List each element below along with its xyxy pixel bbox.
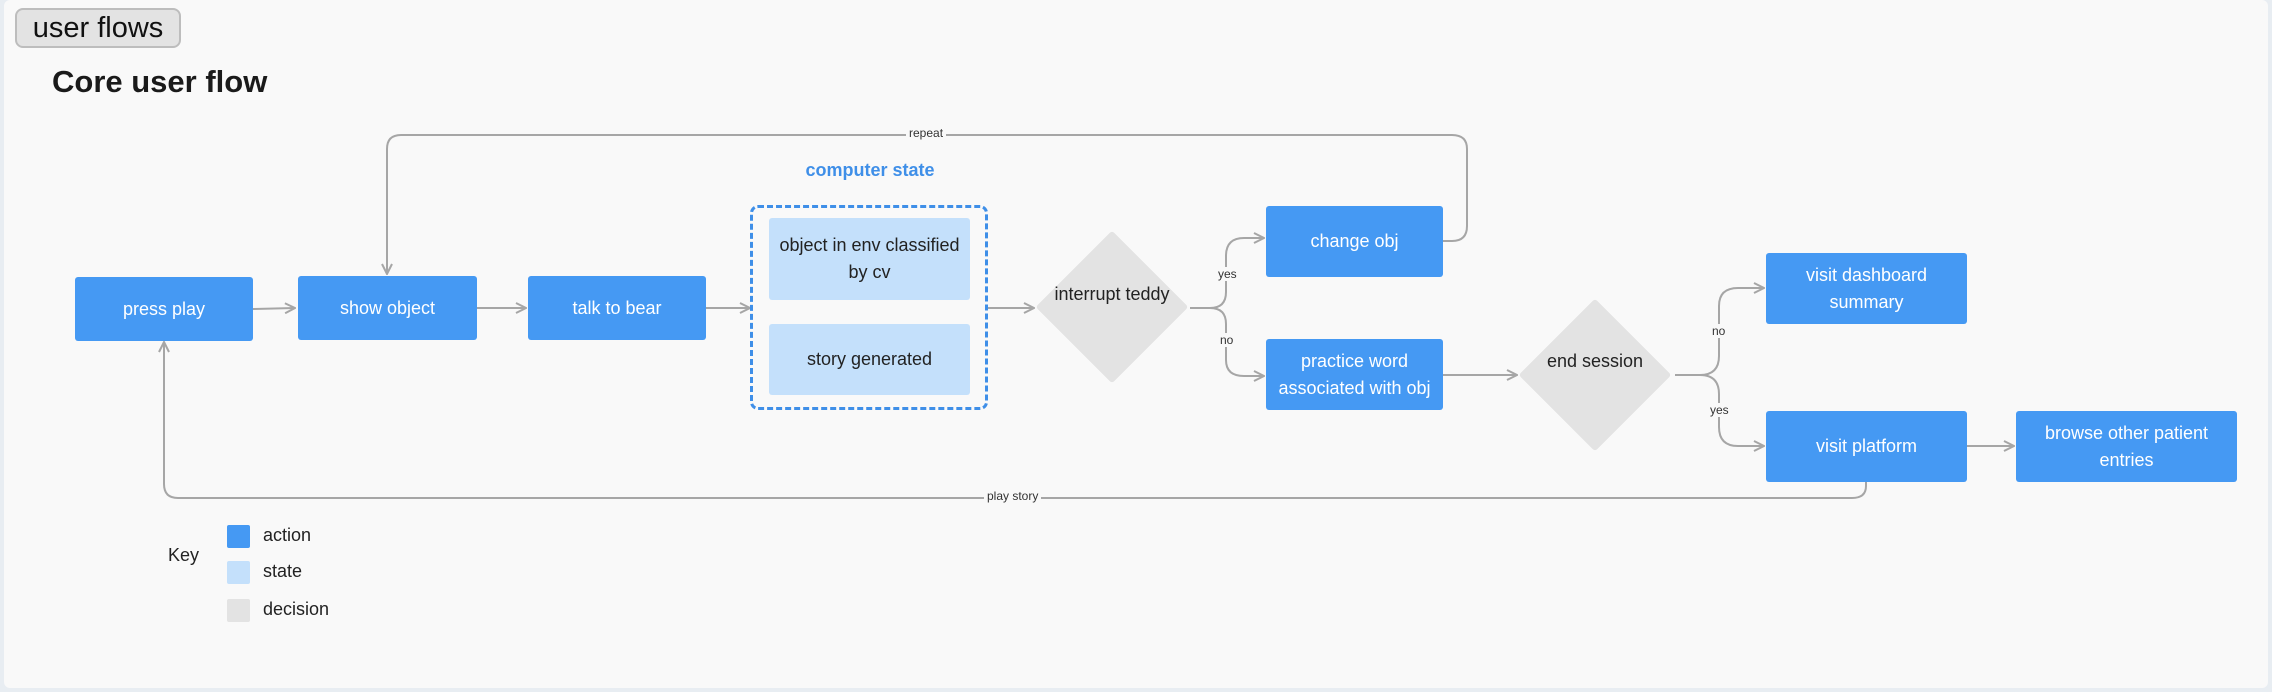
edge-repeat [387, 134, 1468, 274]
key-swatch-action [227, 525, 250, 548]
diagram-title: Core user flow [52, 64, 268, 99]
key-title: Key [168, 545, 200, 565]
edge-press-to-show [252, 308, 295, 309]
key-label-action: action [263, 525, 312, 545]
edge-label-no: no [1217, 333, 1237, 347]
edge-interrupt-no [1209, 307, 1264, 376]
section-tag[interactable]: user flows [15, 8, 181, 48]
decision-label-interrupt-teddy: interrupt teddy [1054, 284, 1170, 304]
decision-label-end-session: end session [1546, 351, 1644, 371]
node-show-object[interactable]: show object [298, 276, 477, 340]
edge-label-repeat: repeat [906, 126, 947, 140]
node-visit-dashboard[interactable]: visit dashboard summary [1766, 253, 1967, 324]
edge-label-no: no [1709, 324, 1729, 338]
key-label-decision: decision [263, 599, 330, 619]
node-press-play[interactable]: press play [75, 277, 253, 341]
node-practice-word[interactable]: practice word associated with obj [1266, 339, 1443, 410]
edge-end-yes [1699, 374, 1764, 446]
key-label-state: state [263, 561, 303, 581]
node-object-in-env[interactable]: object in env classified by cv [769, 218, 970, 300]
node-browse-entries[interactable]: browse other patient entries [2016, 411, 2237, 482]
computer-state-group [750, 205, 988, 410]
node-story-generated[interactable]: story generated [769, 324, 970, 395]
key-swatch-decision [227, 599, 250, 622]
edge-label-yes: yes [1215, 267, 1240, 281]
edge-label-play-story: play story [984, 489, 1042, 503]
node-visit-platform[interactable]: visit platform [1766, 411, 1967, 482]
node-change-obj[interactable]: change obj [1266, 206, 1443, 277]
node-talk-to-bear[interactable]: talk to bear [528, 276, 706, 340]
key-swatch-state [227, 561, 250, 584]
edge-label-yes: yes [1707, 403, 1732, 417]
group-label-computer-state: computer state [805, 160, 935, 180]
